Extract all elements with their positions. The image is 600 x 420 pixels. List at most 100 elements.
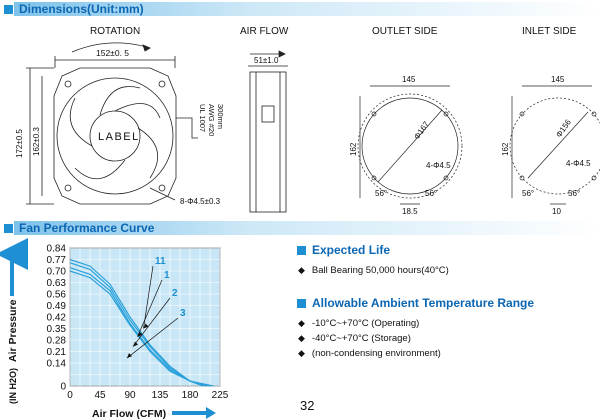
expected-life-heading: Expected Life [297, 243, 597, 257]
dimensions-section-header: Dimensions(Unit:mm) [0, 2, 600, 16]
y-tick-label: 0.21 [47, 347, 67, 358]
fan-front-view [26, 42, 198, 205]
series-leader-line [126, 317, 179, 359]
inlet-holes: 4-Φ4.5 [566, 159, 591, 168]
series-label: 11 [155, 256, 166, 267]
leader-arrowhead [133, 341, 138, 347]
inlet-view [509, 85, 600, 205]
temperature-list: ◆-10°C~+70°C (Operating) ◆-40°C~+70°C (S… [297, 316, 597, 361]
inner-height-dimension: 162±0.3 [32, 127, 41, 156]
list-item-text: -40°C~+70°C (Storage) [311, 333, 411, 344]
rotation-label: ROTATION [90, 26, 140, 37]
x-axis-label: Air Flow (CFM) [92, 408, 166, 420]
x-tick-label: 90 [124, 390, 136, 401]
width-dimension: 152±0. 5 [96, 48, 129, 58]
wire-spec-3: 300mm [216, 104, 225, 129]
header-gradient-bar [14, 2, 600, 16]
outlet-holes: 4-Φ4.5 [426, 161, 451, 170]
x-tick-label: 180 [182, 390, 199, 401]
y-tick-label: 0.63 [47, 278, 67, 289]
series-label: 2 [172, 288, 178, 299]
outlet-side-label: OUTLET SIDE [372, 26, 438, 37]
list-item: ◆ -40°C~+70°C (Storage) [297, 331, 597, 346]
inlet-width: 145 [551, 75, 565, 84]
page-number: 32 [300, 398, 315, 413]
y-axis-label: Air Pressure [7, 299, 19, 362]
inlet-angle-left: 56° [522, 189, 534, 198]
depth-dimension: 51±1.0 [254, 56, 279, 65]
y-tick-label: 0.14 [47, 359, 67, 370]
list-item: ◆ (non-condensing environment) [297, 346, 597, 361]
inlet-height: 162 [501, 142, 510, 156]
expected-life-title: Expected Life [312, 243, 391, 257]
y-tick-label: 0.77 [47, 255, 67, 266]
outlet-view [357, 85, 463, 205]
list-item: ◆ Ball Bearing 50,000 hours(40°C) [297, 263, 597, 278]
list-item: ◆-10°C~+70°C (Operating) [297, 316, 597, 331]
temperature-title: Allowable Ambient Temperature Range [312, 296, 535, 310]
section-square-icon [4, 4, 13, 14]
series-label: 1 [164, 270, 170, 281]
y-tick-label: 0.84 [47, 244, 67, 255]
outlet-diameter: Φ167 [412, 119, 431, 141]
wire-spec-2: AWG #20 [207, 104, 216, 136]
inlet-side-label: INLET SIDE [522, 26, 577, 37]
diamond-bullet-icon: ◆ [298, 333, 305, 343]
x-tick-label: 225 [212, 390, 229, 401]
fan-label-text: LABEL [98, 131, 140, 143]
y-tick-label: 0.42 [47, 313, 67, 324]
list-item-text: Ball Bearing 50,000 hours(40°C) [311, 265, 449, 276]
outlet-bottom: 18.5 [402, 207, 418, 216]
y-tick-label: 0.28 [47, 336, 67, 347]
performance-title: Fan Performance Curve [19, 221, 155, 235]
outlet-angle-left: 56° [375, 189, 387, 198]
outlet-width: 145 [402, 75, 416, 84]
hole-dimension: 8-Φ4.5±0.3 [180, 197, 221, 206]
y-tick-label: 0.70 [47, 267, 67, 278]
series-label: 3 [180, 308, 186, 319]
temperature-heading: Allowable Ambient Temperature Range [297, 296, 597, 310]
y-axis-unit: (IN H2O) [8, 368, 18, 404]
rotation-arrowhead [142, 44, 151, 52]
series-leader-line [132, 297, 171, 347]
rotation-arrow [71, 42, 151, 53]
x-tick-label: 0 [67, 390, 73, 401]
x-tick-label: 135 [152, 390, 169, 401]
series-leader-line [137, 279, 163, 337]
y-tick-label: 0 [60, 382, 66, 393]
y-tick-label: 0.56 [47, 290, 67, 301]
airflow-label: AIR FLOW [240, 26, 289, 37]
section-square-icon [4, 223, 13, 233]
y-tick-label: 0.35 [47, 324, 67, 335]
leader-arrowhead [143, 323, 149, 329]
expected-life-list: ◆ Ball Bearing 50,000 hours(40°C) [297, 263, 597, 278]
diamond-bullet-icon: ◆ [298, 265, 305, 275]
x-axis-arrowhead [206, 407, 216, 419]
outlet-height: 162 [349, 142, 358, 156]
fan-side-view [248, 50, 288, 213]
x-tick-label: 45 [94, 390, 106, 401]
bullet-square-icon [297, 298, 306, 308]
list-item-text: (non-condensing environment) [311, 348, 441, 359]
outlet-angle-right: 56° [425, 189, 437, 198]
dimensions-title: Dimensions(Unit:mm) [19, 2, 144, 16]
wire-spec-1: UL 1007 [198, 104, 207, 132]
inlet-diameter: Φ156 [554, 117, 573, 139]
inlet-bottom: 10 [552, 207, 561, 216]
header-gradient-bar [14, 221, 600, 235]
series-line [69, 270, 214, 387]
leader-arrowhead [137, 331, 143, 337]
outer-height-dimension: 172±0.5 [15, 129, 24, 158]
list-item-text: -10°C~+70°C (Operating) [311, 318, 420, 329]
expected-life-block: Expected Life ◆ Ball Bearing 50,000 hours… [297, 243, 597, 278]
bullet-square-icon [297, 245, 306, 255]
dimension-drawings: ROTATION AIR FLOW OUTLET SIDE INLET SIDE [15, 26, 600, 216]
inlet-angle-right: 56° [568, 189, 580, 198]
y-tick-label: 0.49 [47, 301, 67, 312]
diamond-bullet-icon: ◆ [298, 348, 305, 358]
performance-section-header: Fan Performance Curve [0, 221, 600, 235]
leader-arrowhead [127, 353, 132, 359]
